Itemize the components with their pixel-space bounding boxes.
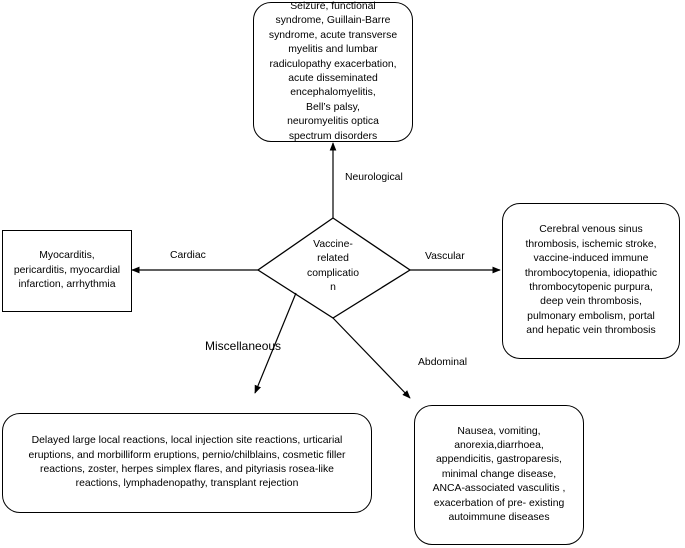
vascular-text: Cerebral venous sinus thrombosis, ischem…	[524, 224, 658, 337]
neurological-label: Neurological	[345, 172, 403, 183]
cardiac-text: Myocarditis, pericarditis, myocardial in…	[13, 250, 121, 291]
miscellaneous-box: Delayed large local reactions, local inj…	[2, 413, 372, 513]
vascular-box: Cerebral venous sinus thrombosis, ischem…	[502, 203, 680, 359]
vascular-label: Vascular	[425, 251, 465, 262]
arrow-abdominal	[332, 317, 411, 399]
cardiac-label: Cardiac	[170, 250, 206, 261]
abdominal-box: Nausea, vomiting, anorexia,diarrhoea, ap…	[414, 405, 584, 545]
miscellaneous-text: Delayed large local reactions, local inj…	[28, 435, 346, 490]
neurological-box: Seizure, functional syndrome, Guillain-B…	[253, 0, 413, 142]
neurological-text: Seizure, functional syndrome, Guillain-B…	[268, 0, 398, 142]
miscellaneous-label: Miscellaneous	[205, 339, 282, 353]
cardiac-box: Myocarditis, pericarditis, myocardial in…	[2, 230, 132, 312]
abdominal-label: Abdominal	[418, 357, 468, 368]
center-label: Vaccine- related complicatio n	[307, 239, 359, 294]
arrow-miscellaneous	[254, 292, 297, 394]
abdominal-text: Nausea, vomiting, anorexia,diarrhoea, ap…	[432, 425, 566, 524]
